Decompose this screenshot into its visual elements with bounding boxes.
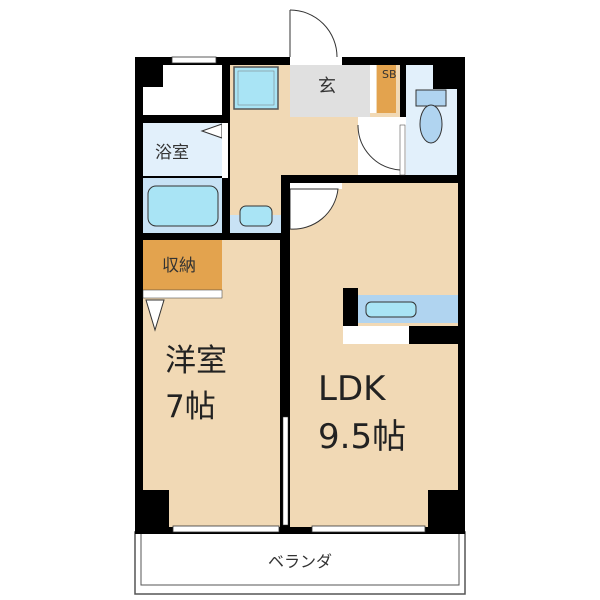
western-room-size: 7帖 — [165, 389, 216, 425]
bathtub — [147, 185, 219, 227]
toilet-bowl — [419, 104, 443, 144]
shoe-box-label: SB — [382, 68, 397, 81]
storage-label: 収納 — [162, 256, 196, 276]
kitchen-sink — [365, 301, 417, 318]
veranda — [134, 531, 466, 595]
genkan — [290, 65, 370, 117]
veranda-label: ベランダ — [267, 552, 332, 571]
genkan-label: 玄 — [318, 76, 336, 97]
ldk-floor — [290, 183, 458, 527]
sliding-door — [282, 416, 289, 526]
window-top — [171, 56, 217, 64]
toilet-tank — [415, 89, 447, 107]
storage — [143, 240, 222, 290]
kitchen-wall — [343, 288, 358, 326]
entrance-door — [289, 9, 342, 65]
storage-door-icon — [145, 299, 165, 332]
bathroom-label: 浴室 — [155, 143, 189, 163]
ldk-label: LDK — [318, 369, 386, 409]
ldk-size: 9.5帖 — [318, 417, 407, 457]
western-room-label: 洋室 — [165, 343, 227, 379]
wash-basin — [239, 205, 273, 227]
window-ldk — [311, 525, 426, 533]
shoe-box — [377, 65, 396, 113]
window-western — [172, 525, 280, 533]
